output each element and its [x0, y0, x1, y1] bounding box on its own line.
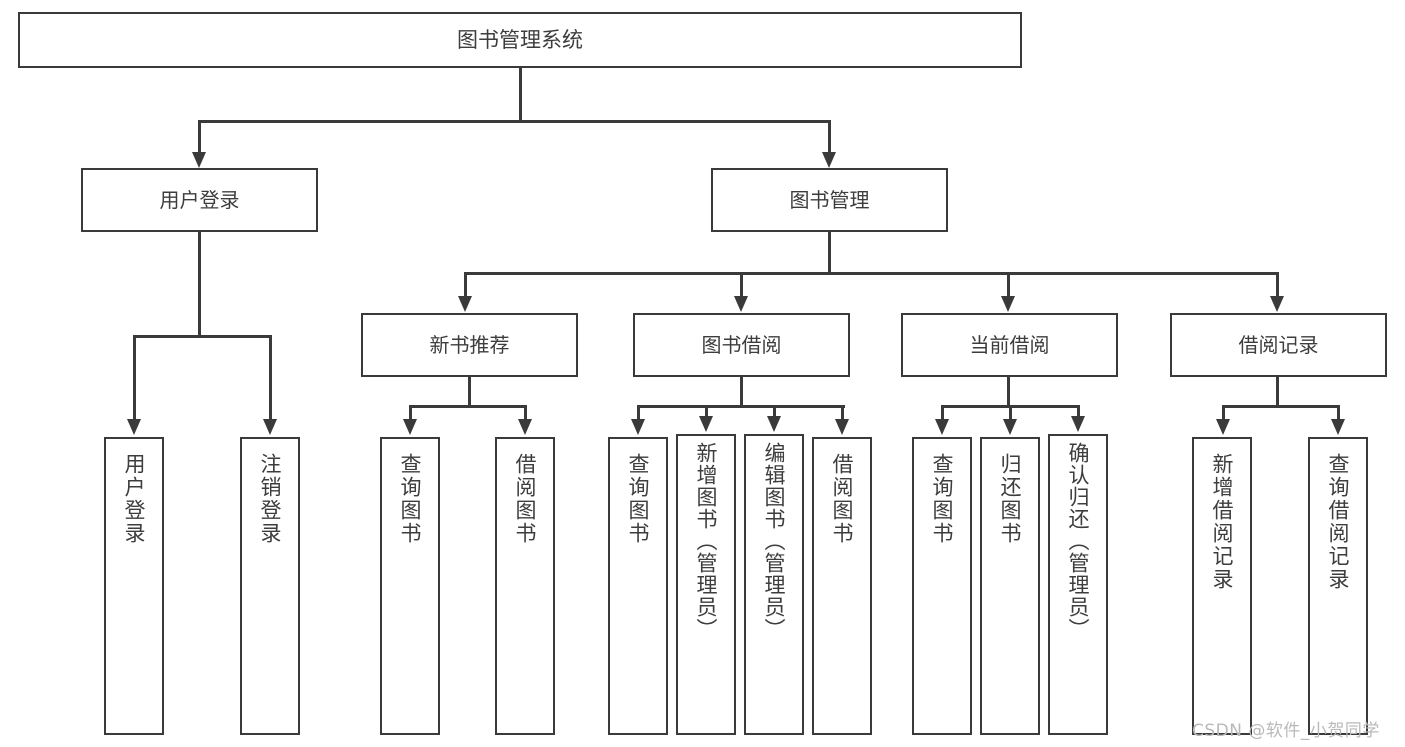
connector-user-login-stem — [198, 232, 201, 337]
arrowhead-user-login-leaf1 — [127, 419, 141, 435]
node-label: 图书借阅 — [701, 332, 782, 357]
node-label: 借阅图书 — [830, 453, 855, 545]
node-label: 查询图书 — [398, 453, 423, 545]
node-leaf-logout[interactable]: 注销登录 — [240, 437, 300, 735]
arrowhead-book-borrow — [734, 296, 748, 312]
node-leaf-borrow-borrow-book[interactable]: 借阅图书 — [812, 437, 872, 735]
node-leaf-borrow-add-book[interactable]: 新增图书（管理员） — [676, 434, 736, 735]
node-borrow-record[interactable]: 借阅记录 — [1170, 313, 1387, 377]
node-label: 查询借阅记录 — [1326, 453, 1351, 591]
node-label: 查询图书 — [626, 453, 651, 545]
connector-root-to-user-login — [198, 120, 201, 155]
arrowhead-user-login-leaf2 — [263, 419, 277, 435]
arrowhead-borrow-record — [1270, 296, 1284, 312]
connector-record-leaf1 — [1222, 405, 1225, 421]
connector-record-leaf2 — [1337, 405, 1340, 421]
connector-book-mgmt-to-current — [1007, 272, 1010, 299]
connector-root-bus — [198, 120, 831, 123]
connector-record-stem — [1276, 377, 1279, 407]
arrowhead-new-book-recommend — [458, 296, 472, 312]
node-label: 借阅记录 — [1238, 332, 1319, 357]
connector-book-mgmt-stem — [828, 232, 831, 274]
connector-borrow-leaf3 — [773, 405, 776, 418]
connector-current-leaf2 — [1009, 405, 1012, 421]
node-leaf-recommend-borrow-book[interactable]: 借阅图书 — [495, 437, 555, 735]
connector-borrow-leaf4 — [841, 405, 844, 421]
node-label: 确认归还（管理员） — [1066, 442, 1091, 640]
connector-record-bus — [1222, 405, 1340, 408]
node-leaf-recommend-query-book[interactable]: 查询图书 — [380, 437, 440, 735]
connector-recommend-leaf1 — [409, 405, 412, 421]
node-label: 注销登录 — [258, 453, 283, 545]
node-leaf-current-query-book[interactable]: 查询图书 — [912, 437, 972, 735]
node-leaf-current-return-book[interactable]: 归还图书 — [980, 437, 1040, 735]
node-user-login[interactable]: 用户登录 — [81, 168, 318, 232]
arrowhead-recommend-leaf1 — [403, 419, 417, 435]
node-label: 当前借阅 — [969, 332, 1050, 357]
node-leaf-record-query[interactable]: 查询借阅记录 — [1308, 437, 1368, 735]
arrowhead-current-borrow — [1001, 296, 1015, 312]
arrowhead-recommend-leaf2 — [518, 419, 532, 435]
connector-borrow-stem — [740, 377, 743, 407]
node-book-borrow[interactable]: 图书借阅 — [633, 313, 850, 377]
node-leaf-borrow-edit-book[interactable]: 编辑图书（管理员） — [744, 434, 804, 735]
node-label: 借阅图书 — [513, 453, 538, 545]
arrowhead-record-leaf2 — [1331, 419, 1345, 435]
connector-borrow-bus — [637, 405, 845, 408]
connector-recommend-bus — [409, 405, 527, 408]
arrowhead-current-leaf2 — [1003, 419, 1017, 435]
connector-book-mgmt-bus — [464, 272, 1279, 275]
node-leaf-current-confirm-return[interactable]: 确认归还（管理员） — [1048, 434, 1108, 735]
node-label: 新书推荐 — [429, 332, 510, 357]
connector-recommend-stem — [468, 377, 471, 407]
arrowhead-borrow-leaf2 — [699, 416, 713, 432]
arrowhead-current-leaf1 — [935, 419, 949, 435]
connector-recommend-leaf2 — [524, 405, 527, 421]
node-current-borrow[interactable]: 当前借阅 — [901, 313, 1118, 377]
node-label: 用户登录 — [159, 187, 240, 212]
node-label: 图书管理系统 — [457, 27, 583, 52]
arrowhead-borrow-leaf4 — [835, 419, 849, 435]
connector-current-leaf3 — [1077, 405, 1080, 418]
node-leaf-borrow-query-book[interactable]: 查询图书 — [608, 437, 668, 735]
node-label: 用户登录 — [122, 453, 147, 545]
node-root-system[interactable]: 图书管理系统 — [18, 12, 1022, 68]
connector-book-mgmt-to-borrow — [740, 272, 743, 299]
node-leaf-record-add[interactable]: 新增借阅记录 — [1192, 437, 1252, 735]
arrowhead-current-leaf3 — [1071, 416, 1085, 432]
arrowhead-book-mgmt — [822, 152, 836, 168]
connector-book-mgmt-to-record — [1276, 272, 1279, 299]
connector-user-login-leaf1 — [133, 335, 136, 421]
connector-borrow-leaf1 — [637, 405, 640, 421]
node-label: 查询图书 — [930, 453, 955, 545]
connector-user-login-leaf2 — [269, 335, 272, 421]
connector-root-stem — [519, 68, 522, 120]
node-book-management[interactable]: 图书管理 — [711, 168, 948, 232]
node-new-book-recommend[interactable]: 新书推荐 — [361, 313, 578, 377]
arrowhead-borrow-leaf1 — [631, 419, 645, 435]
arrowhead-borrow-leaf3 — [767, 416, 781, 432]
node-label: 图书管理 — [789, 187, 870, 212]
connector-current-stem — [1007, 377, 1010, 407]
connector-borrow-leaf2 — [705, 405, 708, 418]
node-label: 新增图书（管理员） — [694, 442, 719, 640]
node-label: 新增借阅记录 — [1210, 453, 1235, 591]
node-label: 编辑图书（管理员） — [762, 442, 787, 640]
node-label: 归还图书 — [998, 453, 1023, 545]
connector-root-to-book-mgmt — [828, 120, 831, 155]
connector-user-login-bus — [133, 335, 271, 338]
arrowhead-record-leaf1 — [1216, 419, 1230, 435]
node-leaf-user-login[interactable]: 用户登录 — [104, 437, 164, 735]
connector-current-leaf1 — [941, 405, 944, 421]
arrowhead-user-login — [192, 152, 206, 168]
connector-book-mgmt-to-recommend — [464, 272, 467, 299]
